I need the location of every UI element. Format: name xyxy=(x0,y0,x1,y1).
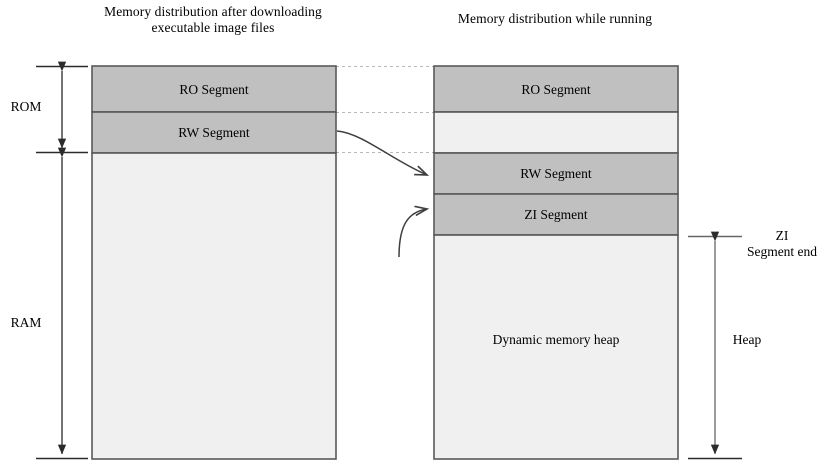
ram-axis-label: RAM xyxy=(10,315,42,330)
left-ro-segment-box xyxy=(91,65,337,113)
right-zi-segment-box xyxy=(433,193,679,236)
left-panel-title: Memory distribution after downloading ex… xyxy=(104,4,322,35)
zi-creation-arrow xyxy=(398,209,427,258)
left-measure-axis xyxy=(36,61,88,460)
rw-relocation-arrow xyxy=(336,130,427,175)
relocation-connectors xyxy=(336,130,427,258)
zi-segment-end-label: ZI Segment end xyxy=(735,228,829,260)
right-rw-segment-box xyxy=(433,152,679,195)
left-rw-segment-box xyxy=(91,111,337,154)
zi-segment-end-label-line2: Segment end xyxy=(746,244,818,259)
right-measure-axis xyxy=(688,231,742,460)
rom-axis-label: ROM xyxy=(10,99,42,114)
right-heap-box xyxy=(433,234,679,460)
right-ro-segment-box xyxy=(433,65,679,113)
alignment-guides xyxy=(336,66,434,153)
zi-segment-end-label-line1: ZI xyxy=(775,228,789,243)
left-free-area-box xyxy=(91,152,337,460)
right-memory-block xyxy=(433,65,679,460)
right-panel-title: Memory distribution while running xyxy=(457,11,653,26)
left-memory-block xyxy=(91,65,337,460)
right-gap-box xyxy=(433,111,679,154)
heap-axis-label: Heap xyxy=(732,332,762,347)
